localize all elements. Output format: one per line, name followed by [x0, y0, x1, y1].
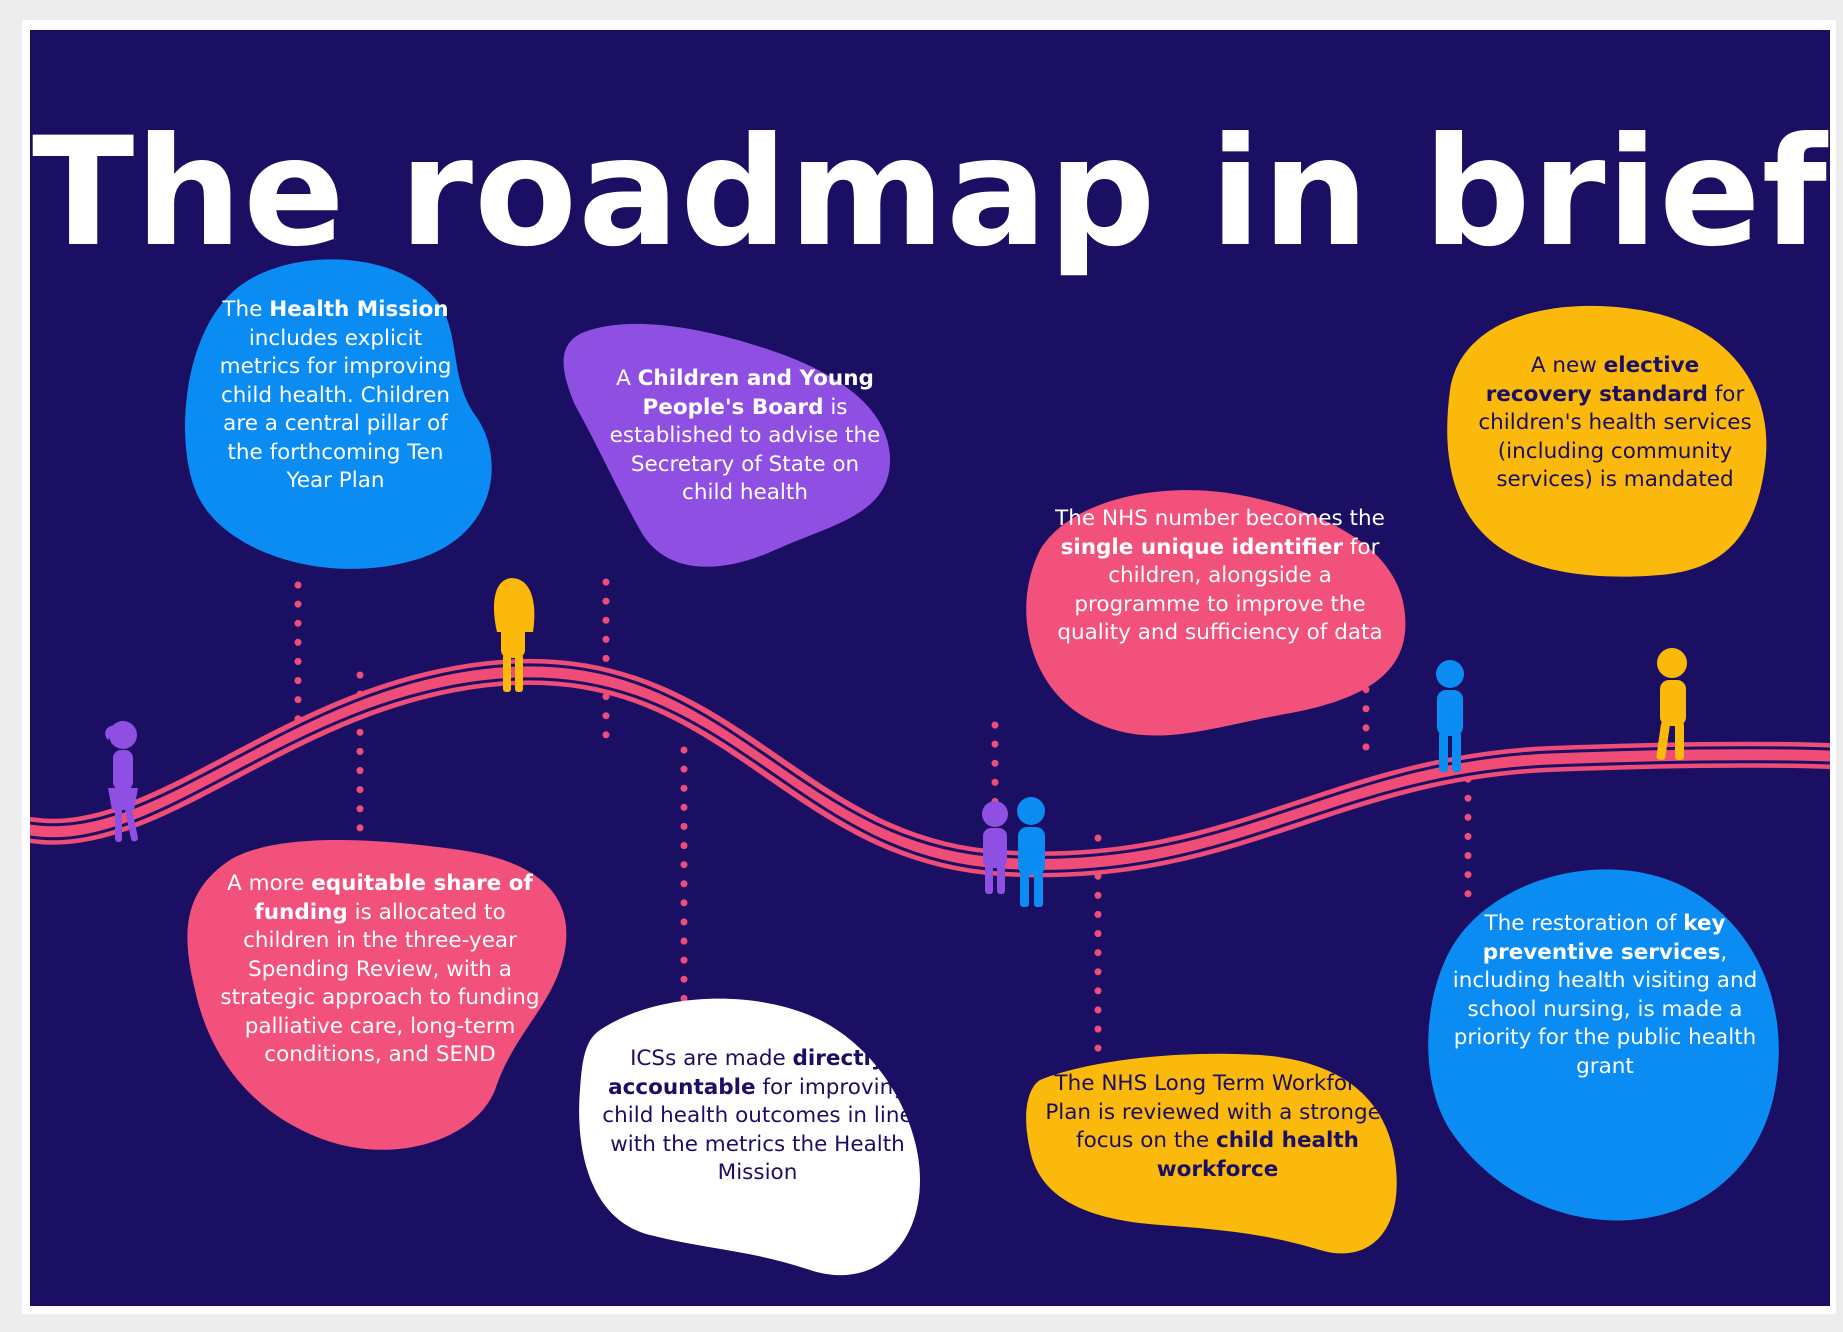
infographic-panel: The roadmap in brief	[30, 30, 1830, 1306]
preventive-services-text: The restoration of key preventive servic…	[1452, 911, 1758, 1079]
elective-recovery-text: A new elective recovery standard for chi…	[1478, 353, 1752, 492]
girl-standing-figure	[493, 578, 535, 692]
milestone-blobs	[185, 259, 1779, 1276]
cyp-board-text: A Children and Young People's Board is e…	[609, 366, 881, 505]
road	[30, 658, 1830, 878]
child-pair-small-figure	[982, 801, 1008, 894]
equitable-funding-blob	[187, 840, 567, 1150]
preventive-services-blob	[1428, 869, 1779, 1221]
page-title: The roadmap in brief	[32, 106, 1828, 280]
people-figures	[105, 578, 1687, 907]
nhs-number-blob	[1026, 490, 1406, 736]
elective-recovery-blob	[1447, 305, 1767, 577]
equitable-funding-text: A more equitable share of funding is all…	[220, 871, 540, 1067]
road-stripe-1	[30, 663, 1830, 859]
road-stripe-2	[30, 677, 1830, 873]
child-pair-tall-figure	[1017, 797, 1045, 907]
boy-standing-figure	[1436, 660, 1464, 772]
girl-walking-figure	[105, 721, 139, 842]
health-mission-text: The Health Mission includes explicit met…	[219, 297, 452, 493]
workforce-plan-text: The NHS Long Term Workforce Plan is revi…	[1045, 1071, 1390, 1182]
cyp-board-blob	[563, 323, 890, 567]
ics-accountable-blob	[579, 998, 920, 1276]
workforce-plan-blob	[1026, 1053, 1397, 1254]
health-mission-blob	[185, 259, 492, 569]
ics-accountable-text: ICSs are made directly accountable for i…	[602, 1046, 913, 1185]
nhs-number-text: The NHS number becomes the single unique…	[1055, 506, 1385, 645]
roadmap-scene	[30, 259, 1830, 1276]
road-band	[30, 658, 1830, 878]
boy-walking-figure	[1656, 648, 1687, 760]
